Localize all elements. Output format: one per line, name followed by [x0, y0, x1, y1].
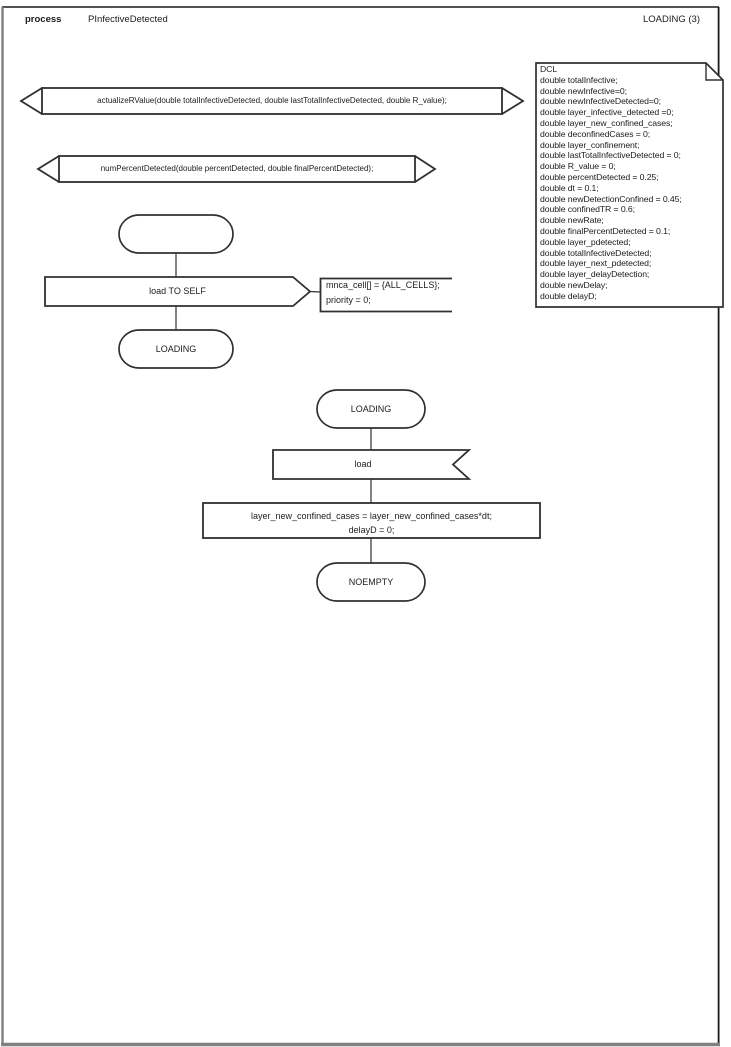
nextstate-loading-label: LOADING: [155, 344, 197, 354]
dcl-line: double newRate;: [540, 215, 604, 226]
dcl-line: double deconfinedCases = 0;: [540, 128, 651, 139]
dcl-line: double newDetectionConfined = 0.45;: [540, 193, 682, 204]
dcl-line: DCL: [540, 64, 558, 74]
start-state-symbol: [118, 214, 234, 254]
nextstate-noempty-label: NOEMPTY: [348, 577, 394, 587]
nextstate-loading-symbol: [118, 329, 234, 369]
nextstate-noempty-symbol: [316, 562, 426, 602]
task-line: delayD = 0;: [348, 525, 395, 535]
procedure2-symbol: [36, 155, 437, 183]
task-line: layer_new_confined_cases = layer_new_con…: [251, 511, 492, 521]
dcl-line: double dt = 0.1;: [540, 182, 599, 193]
dcl-line: double percentDetected = 0.25;: [540, 171, 659, 182]
dcl-line: double layer_delayDetection;: [540, 269, 650, 280]
dcl-line: double confinedTR = 0.6;: [540, 204, 635, 215]
dcl-line: double layer_infective_detected =0;: [540, 107, 674, 118]
dcl-line: double layer_new_confined_cases;: [540, 117, 673, 128]
process-name: PInfectiveDetected: [88, 14, 168, 25]
task-symbol: [202, 502, 541, 539]
dcl-line: double lastTotalInfectiveDetected = 0;: [540, 150, 681, 161]
input-symbol-load: [272, 449, 472, 480]
comment-line: priority = 0;: [326, 294, 371, 305]
comment-line: mnca_cell[] = {ALL_CELLS};: [326, 280, 440, 290]
procedure2-label: numPercentDetected(double percentDetecte…: [100, 164, 374, 173]
input-load-label: load: [354, 459, 372, 469]
dcl-line: double delayD;: [540, 290, 597, 301]
dcl-line: double newInfective=0;: [540, 85, 627, 96]
dcl-line: double newInfectiveDetected=0;: [540, 96, 661, 107]
dcl-text-symbol: [535, 62, 724, 308]
procedure1-symbol: [19, 87, 525, 115]
dcl-line: double R_value = 0;: [540, 161, 616, 172]
folded-corner-icon: [705, 63, 723, 81]
comment-connector: [309, 290, 321, 293]
comment-symbol: [319, 277, 452, 313]
output-load-to-self-label: load TO SELF: [149, 286, 206, 296]
dcl-line: double layer_confinement;: [540, 139, 640, 150]
procedure1-label: actualizeRValue(double totalInfectiveDet…: [97, 96, 447, 105]
dcl-line: double finalPercentDetected = 0.1;: [540, 225, 671, 236]
state-loading-label: LOADING: [350, 404, 392, 414]
dcl-line: double layer_pdetected;: [540, 236, 631, 247]
state-loading-symbol: [316, 389, 426, 429]
dcl-line: double layer_next_pdetected;: [540, 258, 652, 269]
process-kind-label: process: [25, 14, 62, 25]
dcl-line: double totalInfective;: [540, 74, 618, 85]
page-label: LOADING (3): [642, 14, 700, 25]
output-symbol-load-to-self: [44, 276, 312, 307]
dcl-line: double newDelay;: [540, 279, 608, 290]
dcl-line: double totalInfectiveDetected;: [540, 247, 652, 258]
